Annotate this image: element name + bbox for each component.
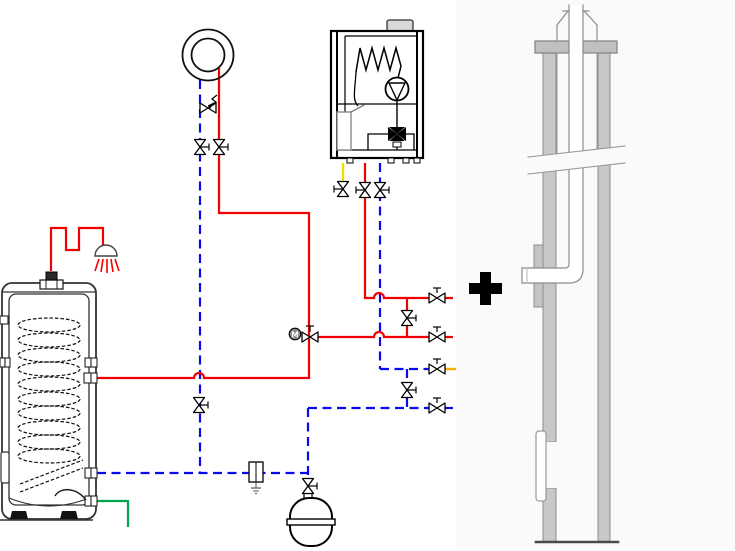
shower-pipe [49,226,105,271]
flue-system [521,4,626,544]
flue-panel-background [456,0,735,551]
shutoff-valve-icon [373,181,390,199]
gas-valve-icon [336,103,367,151]
boiler [329,19,425,164]
boiler-flue-stub [386,19,414,32]
shutoff-valve-icon [192,396,209,414]
heating-circuit-icon [181,28,235,82]
shutoff-valve-icon [193,138,210,156]
tank-side-fittings [0,357,98,507]
flue-terminal-icon [556,10,598,42]
mixing-valve-m-icon: M [288,325,319,343]
shutoff-valve-icon [400,309,417,327]
shutoff-valve-icon [355,181,372,199]
shutoff-valve-icon [428,358,446,375]
control-valve-icon [199,94,218,114]
vessel-flange [286,518,336,526]
tank-sensor-pocket [0,315,9,325]
inspection-door [535,430,557,502]
tank-coil-icon [17,317,84,493]
gas-shutoff-valve-icon [333,180,350,198]
expansion-vessel-icon [286,491,336,547]
shutoff-valve-icon [428,287,446,304]
three-way-valve-icon [388,127,406,148]
shutoff-valve-icon [400,381,417,399]
tank-foot-right [60,511,78,519]
heat-exchanger-icon [355,45,402,79]
mixing-valve-label: M [291,330,298,339]
tank-dished-bottom [8,497,90,507]
section-break [527,145,626,175]
storage-tank [0,271,98,521]
shutoff-valve-icon [212,138,229,156]
shutoff-valve-icon [301,477,318,495]
tank-top-stub [45,271,58,281]
shower-icon [94,244,120,273]
boiler-bottom-tabs [346,157,421,164]
filter-icon [248,461,264,494]
heating-pipes-red [49,68,453,380]
chimney-wall-left [542,52,557,443]
plus-icon [469,272,502,305]
flue-pipe [521,4,584,284]
shutoff-valve-icon [428,326,446,343]
tank-top-fitting [39,279,64,290]
chimney-wall-right [597,52,611,543]
tank-foot-left [10,511,28,519]
shutoff-valve-icon [428,397,446,414]
drain-pipe-green [97,499,130,527]
shutoff-valves [192,138,446,495]
pump-icon [384,76,410,102]
tank-bracket [0,451,10,484]
tank-inlet-curve [54,489,87,501]
